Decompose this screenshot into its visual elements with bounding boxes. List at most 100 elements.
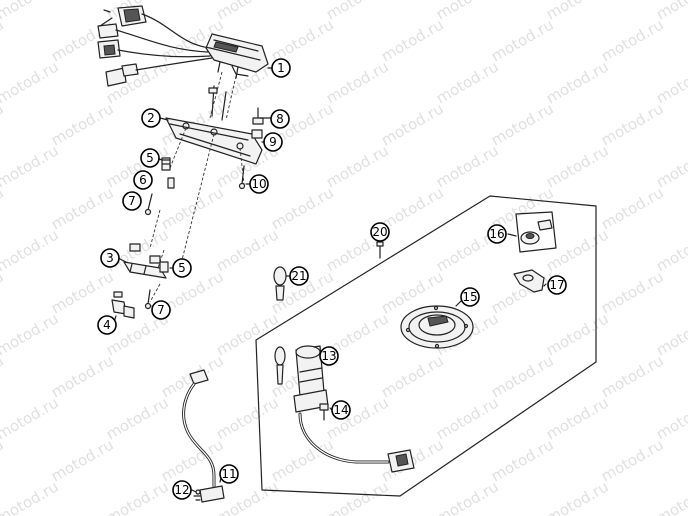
watermark-text: motod.ru	[323, 477, 392, 516]
watermark-text: motod.ru	[0, 225, 62, 275]
watermark-text: motod.ru	[323, 393, 392, 443]
svg-text:14: 14	[333, 403, 348, 417]
watermark-text: motod.ru	[433, 0, 502, 23]
watermark-text: motod.ru	[0, 435, 7, 485]
svg-text:5: 5	[178, 261, 186, 275]
svg-text:2: 2	[147, 111, 155, 125]
instrument-cluster	[205, 33, 269, 79]
watermark-text: motod.ru	[0, 351, 7, 401]
svg-text:21: 21	[291, 269, 306, 283]
watermark-text: motod.ru	[0, 141, 62, 191]
svg-text:7: 7	[157, 303, 165, 317]
watermark-text: motod.ru	[103, 477, 172, 516]
callout-8: 8	[270, 109, 290, 129]
watermark-text: motod.ru	[433, 477, 502, 516]
callout-4: 4	[97, 315, 117, 335]
svg-text:3: 3	[106, 251, 114, 265]
watermark-text: motod.ru	[488, 15, 557, 65]
callout-7-upper: 7	[122, 191, 142, 211]
screw-14	[319, 403, 329, 421]
watermark-text: motod.ru	[488, 99, 557, 149]
callout-6: 6	[133, 170, 153, 190]
watermark-text: motod.ru	[543, 393, 612, 443]
svg-text:7: 7	[128, 194, 136, 208]
screw-20	[376, 241, 384, 259]
svg-text:17: 17	[549, 278, 564, 292]
watermark-text: motod.ru	[433, 393, 502, 443]
watermark-text: motod.ru	[213, 309, 282, 359]
svg-text:13: 13	[321, 349, 336, 363]
svg-text:8: 8	[276, 112, 284, 126]
watermark-text: motod.ru	[0, 267, 7, 317]
callout-5-upper: 5	[140, 148, 160, 168]
callout-20: 20	[370, 222, 390, 242]
watermark-text: motod.ru	[653, 57, 688, 107]
svg-text:16: 16	[489, 227, 504, 241]
callout-2: 2	[141, 108, 161, 128]
callout-10: 10	[249, 174, 269, 194]
watermark-text: motod.ru	[0, 309, 62, 359]
watermark-text: motod.ru	[0, 57, 62, 107]
callout-21: 21	[289, 266, 309, 286]
watermark-text: motod.ru	[213, 225, 282, 275]
key-21	[273, 266, 287, 301]
watermark-text: motod.ru	[543, 309, 612, 359]
svg-text:11: 11	[221, 467, 236, 481]
callout-9: 9	[263, 132, 283, 152]
callout-15: 15	[460, 287, 480, 307]
watermark-text: motod.ru	[653, 477, 688, 516]
watermark-text: motod.ru	[378, 351, 447, 401]
svg-text:1: 1	[277, 61, 285, 75]
svg-text:15: 15	[462, 290, 477, 304]
assembly-box	[255, 195, 597, 497]
svg-text:5: 5	[146, 151, 154, 165]
watermark-text: motod.ru	[653, 393, 688, 443]
watermark-text: motod.ru	[378, 99, 447, 149]
watermark-text: motod.ru	[543, 57, 612, 107]
watermark-text: motod.ru	[0, 99, 7, 149]
watermark-text: motod.ru	[543, 0, 612, 23]
watermark-text: motod.ru	[653, 225, 688, 275]
watermark-text: motod.ru	[323, 141, 392, 191]
callout-17: 17	[547, 275, 567, 295]
watermark-text: motod.ru	[543, 477, 612, 516]
svg-text:10: 10	[251, 177, 266, 191]
watermark-text: motod.ru	[48, 267, 117, 317]
watermark-text: motod.ru	[103, 393, 172, 443]
watermark-text: motod.ru	[268, 435, 337, 485]
watermark-text: motod.ru	[48, 183, 117, 233]
callout-14: 14	[331, 400, 351, 420]
callout-5-lower: 5	[172, 258, 192, 278]
callout-11: 11	[219, 464, 239, 484]
watermark-text: motod.ru	[0, 15, 7, 65]
watermark-text: motod.ru	[543, 141, 612, 191]
watermark-text: motod.ru	[598, 435, 667, 485]
svg-text:9: 9	[269, 135, 277, 149]
cluster-bracket	[165, 117, 263, 165]
watermark-text: motod.ru	[598, 15, 667, 65]
watermark-text: motod.ru	[0, 393, 62, 443]
watermark-text: motod.ru	[213, 0, 282, 23]
callout-12: 12	[172, 480, 192, 500]
watermark-text: motod.ru	[543, 225, 612, 275]
svg-text:4: 4	[103, 318, 111, 332]
watermark-text: motod.ru	[0, 477, 62, 516]
callout-16: 16	[487, 224, 507, 244]
lower-bracket	[123, 243, 169, 310]
watermark-text: motod.ru	[598, 183, 667, 233]
watermark-text: motod.ru	[653, 309, 688, 359]
callout-layer: 1 2 3 4 5 5 6 7 7 8 9 10 11 12 13 1	[97, 58, 567, 500]
watermark-text: motod.ru	[48, 435, 117, 485]
watermark-text: motod.ru	[323, 57, 392, 107]
clips	[111, 291, 135, 319]
watermark-text: motod.ru	[48, 99, 117, 149]
watermark-text: motod.ru	[0, 0, 62, 23]
assembly-lines	[149, 71, 245, 303]
watermark-text: motod.ru	[598, 351, 667, 401]
sensor-cable	[182, 369, 225, 503]
watermark-text: motod.ru	[213, 393, 282, 443]
svg-text:20: 20	[372, 225, 387, 239]
watermark-text: motod.ru	[0, 183, 7, 233]
watermark-text: motod.ru	[488, 351, 557, 401]
